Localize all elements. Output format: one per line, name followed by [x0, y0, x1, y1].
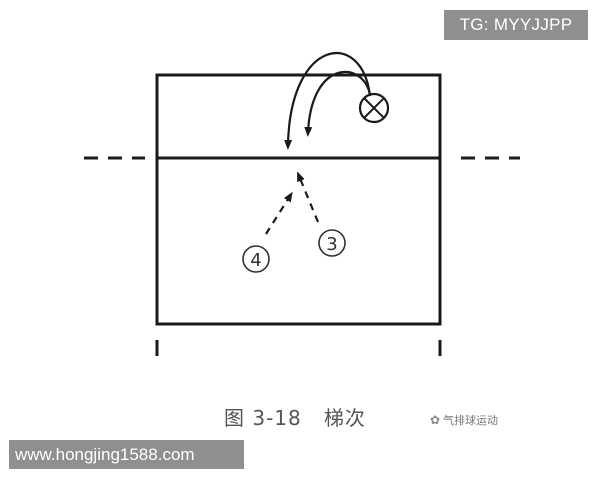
- player-marker-4: 4: [242, 245, 270, 273]
- source-watermark: ✿气排球运动: [430, 412, 498, 428]
- source-watermark-text: 气排球运动: [443, 414, 499, 427]
- court-outline: [155, 73, 442, 326]
- curved-arrow-outer: [284, 52, 372, 150]
- dashed-arrow-4: [265, 191, 293, 235]
- curved-arrow-inner: [304, 71, 372, 137]
- dashed-arrow-3: [297, 171, 320, 223]
- wechat-icon: ✿: [430, 413, 441, 427]
- tg-watermark: TG: MYYJJPP: [444, 10, 588, 40]
- player-marker-3-label: 3: [326, 234, 337, 255]
- url-watermark: www.hongjing1588.com: [9, 440, 244, 469]
- player-marker-4-label: 4: [250, 250, 261, 271]
- player-marker-3: 3: [318, 229, 346, 257]
- figure-caption: 图 3-18 梯次: [224, 406, 366, 430]
- circled-x-icon: [358, 92, 390, 124]
